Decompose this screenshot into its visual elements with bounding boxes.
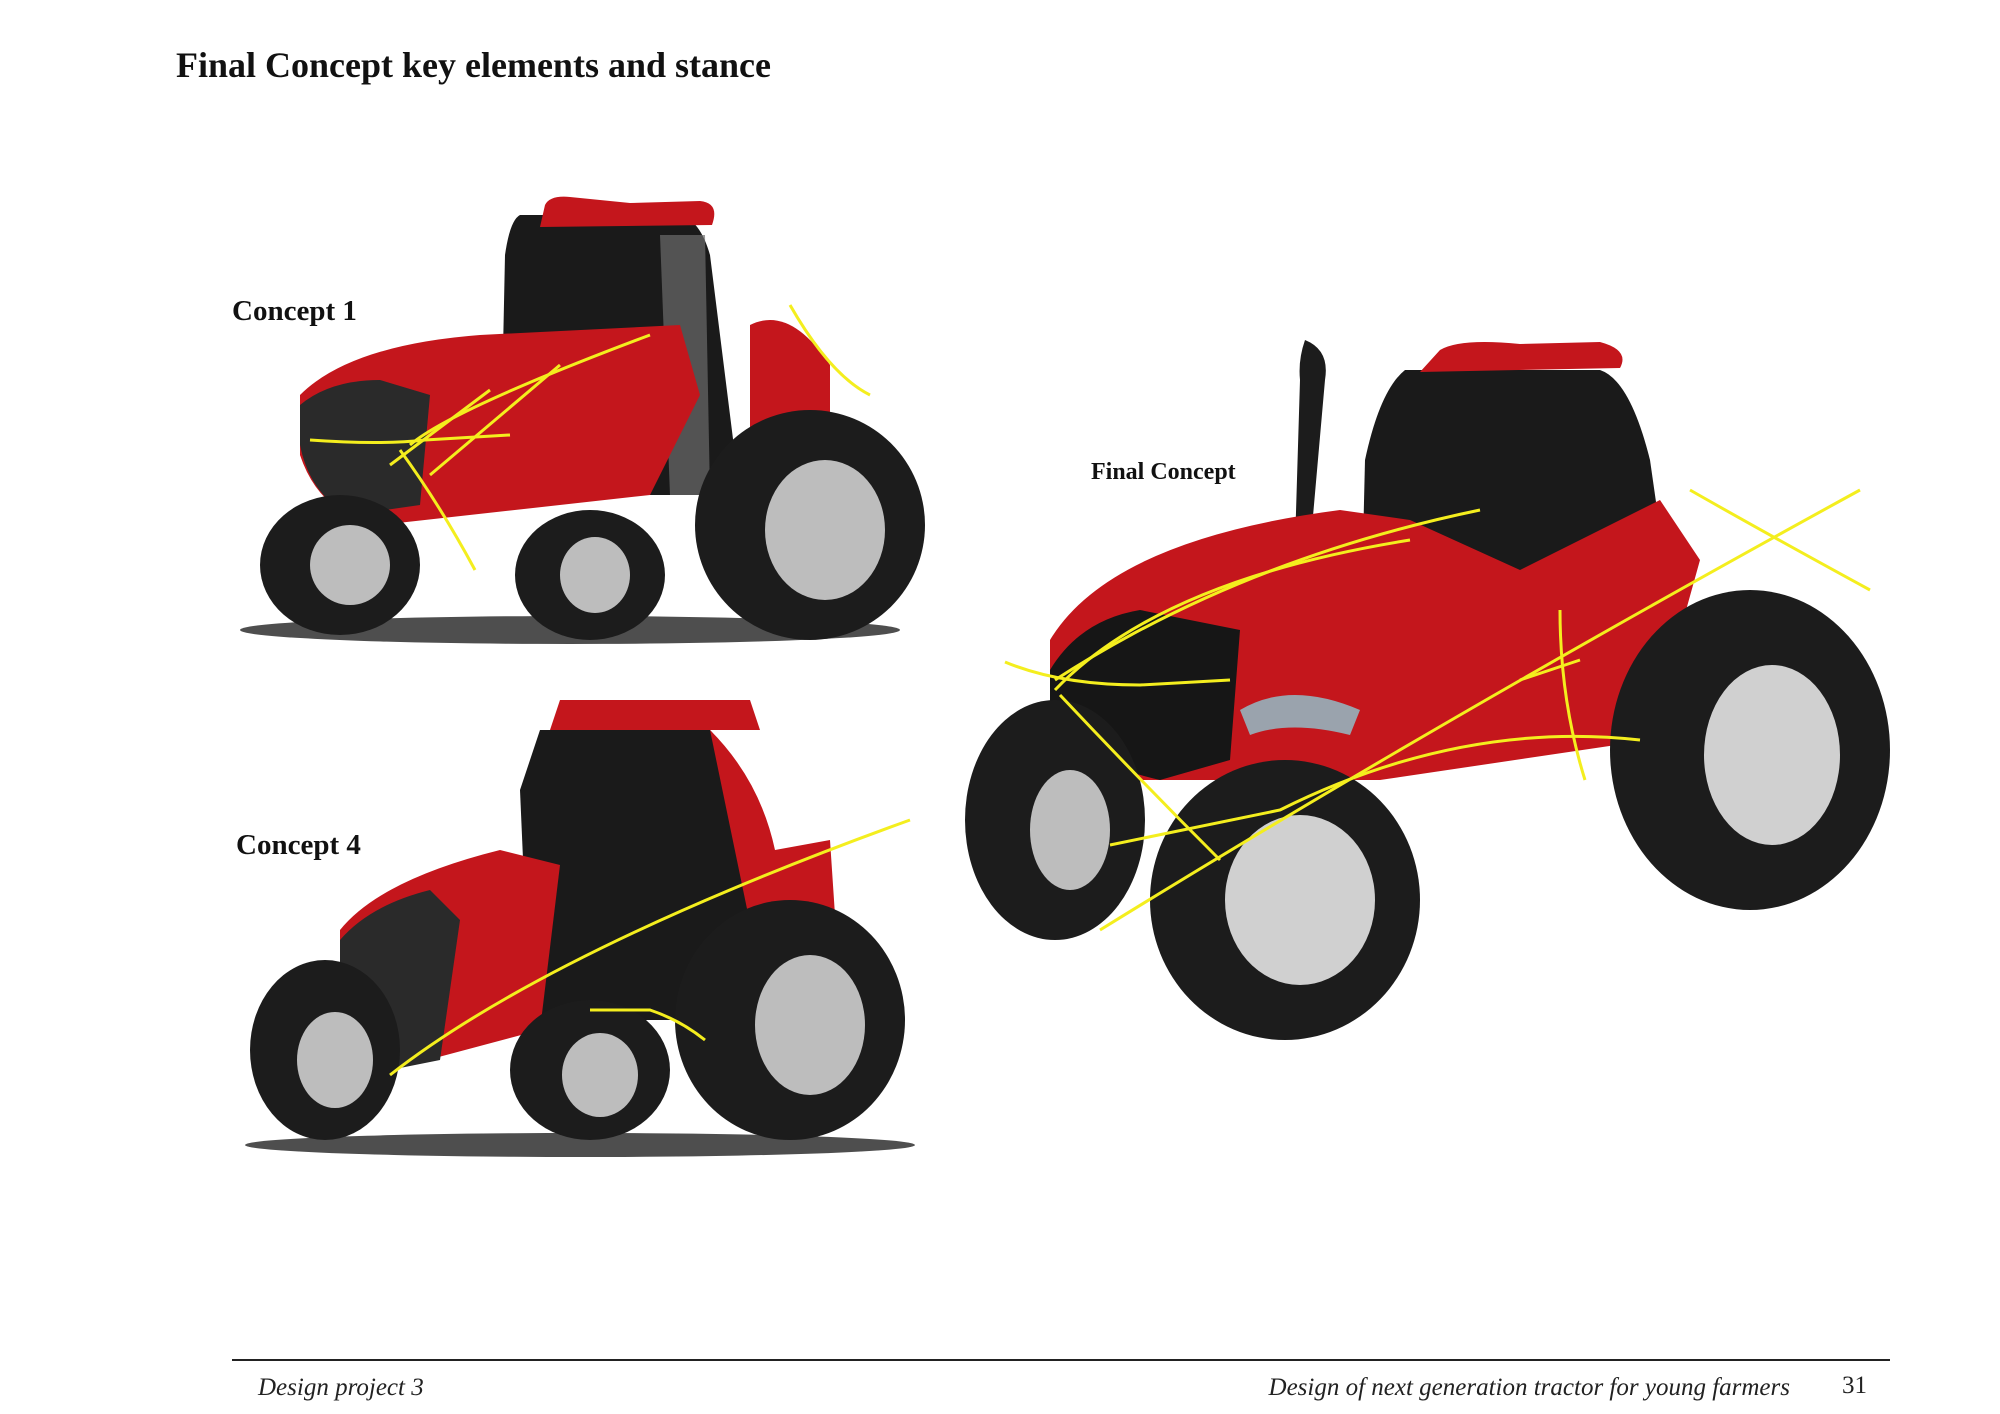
exhaust-pipe (1295, 340, 1326, 550)
rear-rim (1704, 665, 1840, 845)
rear-rim (765, 460, 885, 600)
page-number: 31 (1842, 1372, 1867, 1399)
concept-1-render (240, 196, 925, 644)
front-left-rim (1030, 770, 1110, 890)
roof (550, 700, 760, 730)
front-left-rim (297, 1012, 373, 1108)
concept-1-label: Concept 1 (232, 295, 357, 327)
concept-4-label: Concept 4 (236, 829, 361, 861)
roof (540, 196, 715, 227)
front-right-rim (560, 537, 630, 613)
final-concept-render (965, 340, 1890, 1040)
ground-shadow (245, 1133, 915, 1157)
front-left-rim (310, 525, 390, 605)
concept-4-render (245, 700, 915, 1157)
roof (1420, 342, 1623, 372)
page-title: Final Concept key elements and stance (176, 45, 771, 85)
sketch-lines (389, 818, 911, 1077)
footer-document-title: Design of next generation tractor for yo… (1268, 1374, 1790, 1401)
sketch-lines (309, 304, 871, 571)
front-right-rim (562, 1033, 638, 1117)
grille (300, 380, 430, 515)
footer-divider (232, 1359, 1890, 1361)
footer-project-name: Design project 3 (258, 1374, 424, 1401)
rear-rim (755, 955, 865, 1095)
rear-fender (750, 320, 830, 435)
final-concept-label: Final Concept (1091, 459, 1236, 485)
fender-trim (1240, 695, 1360, 735)
sketch-lines (1004, 488, 1871, 932)
front-right-rim (1225, 815, 1375, 985)
